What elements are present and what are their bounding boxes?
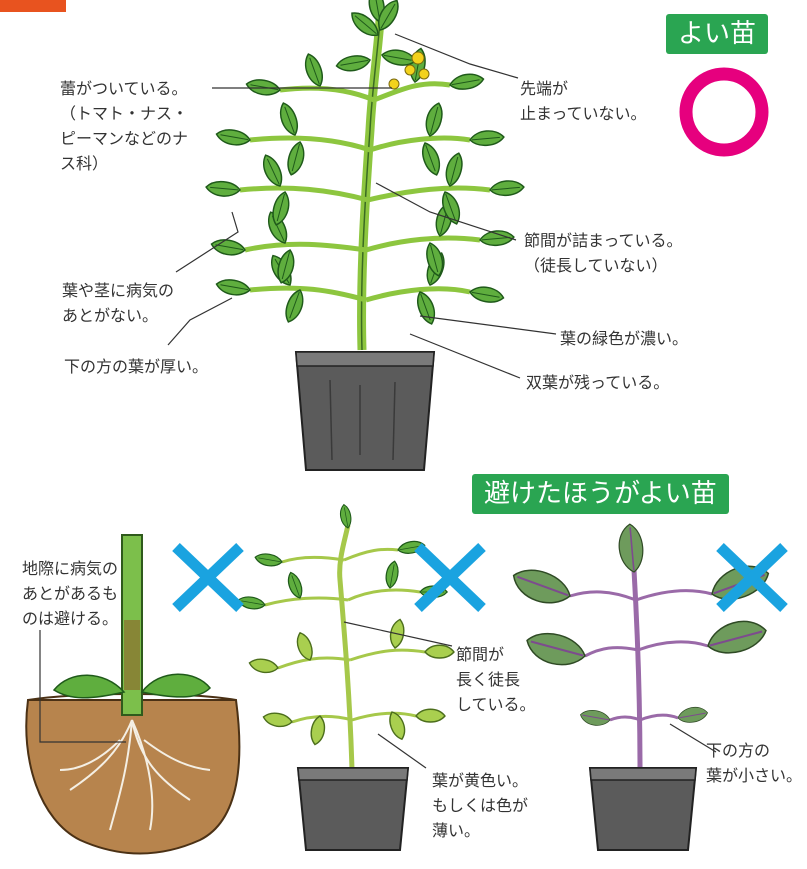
circle-mark-icon <box>679 67 769 157</box>
label-buds: 蕾がついている。 （トマト・ナス・ ピーマンなどのナ ス科） <box>60 79 189 173</box>
label-leggy: 節間が 長く徒長 している。 <box>456 645 536 714</box>
small-lower-leaves-seedling <box>507 522 774 851</box>
leggy-seedling <box>236 503 455 851</box>
cross-mark-icon <box>414 543 486 612</box>
good-seedling <box>204 0 526 471</box>
label-thick-leaves: 下の方の葉が厚い。 <box>64 357 209 376</box>
cross-mark-icon <box>172 543 244 612</box>
label-tip: 先端が 止まっていない。 <box>520 79 647 123</box>
label-no-disease: 葉や茎に病気の あとがない。 <box>62 281 175 325</box>
diseased-base-seedling <box>25 534 241 855</box>
cross-mark-icon <box>716 543 788 612</box>
label-small-leaves: 下の方の 葉が小さい。 <box>706 741 803 785</box>
label-cotyledons: 双葉が残っている。 <box>526 373 670 392</box>
avoid-seedling-badge: 避けたほうがよい苗 <box>472 474 729 514</box>
label-yellow-leaves: 葉が黄色い。 もしくは色が 薄い。 <box>432 771 529 840</box>
label-ground-disease: 地際に病気の あとがあるも のは避ける。 <box>22 559 119 628</box>
label-deep-green: 葉の緑色が濃い。 <box>560 329 689 348</box>
label-internodes: 節間が詰まっている。 （徒長していない） <box>524 231 683 275</box>
good-seedling-badge: よい苗 <box>666 14 769 54</box>
corner-accent <box>0 0 66 12</box>
